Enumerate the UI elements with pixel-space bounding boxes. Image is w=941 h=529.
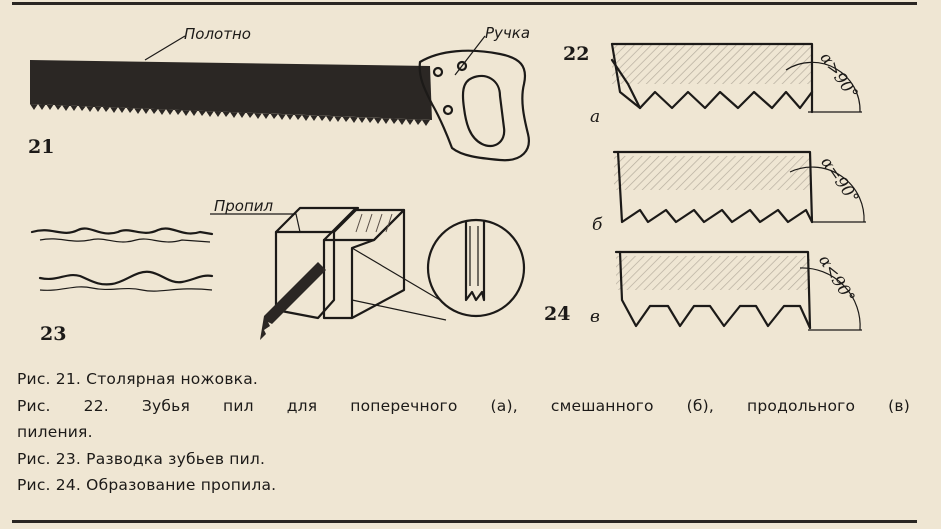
row-a-letter: а (590, 107, 600, 127)
magnified-kerf-circle (426, 218, 526, 318)
bottom-rule (12, 520, 917, 523)
row-c-letter: в (590, 307, 600, 327)
caption-fig-23: Рис. 23. Разводка зубьев пил. (17, 449, 266, 468)
caption-fig-22: Рис. 22. Зубья пил для поперечного (а), … (17, 396, 910, 415)
tooth-profiles-figure: 22 а α>90° б α=90° (563, 42, 866, 331)
top-rule (12, 2, 917, 5)
row-b-letter: б (592, 215, 603, 235)
tooth-profile-a: а α>90° (590, 42, 862, 127)
tooth-profile-c: в α<90° (590, 250, 862, 331)
saw-blade-in-kerf (260, 262, 326, 340)
tooth-profile-b: б α=90° (592, 150, 866, 235)
kerf-label: Пропил (214, 197, 274, 215)
saw-blade (30, 60, 432, 120)
tooth-set-figure: 23 (30, 227, 214, 345)
row-a-angle: α>90° (816, 49, 862, 103)
saw-teeth (30, 104, 430, 126)
figure-22-number: 22 (563, 43, 589, 65)
caption-fig-21: Рис. 21. Столярная ножовка. (17, 370, 259, 388)
row-c-angle: α<90° (815, 251, 859, 306)
figure-21-number: 21 (28, 136, 54, 158)
hand-saw-figure: Полотно Ручка 21 (28, 24, 530, 162)
saw-handle-grip-hole (461, 74, 506, 148)
figure-23-number: 23 (40, 323, 66, 345)
saw-handle (418, 49, 530, 162)
figures-area: Полотно Ручка 21 22 а α>90° (28, 24, 866, 345)
figure-24-number: 24 (544, 303, 570, 325)
blade-label: Полотно (184, 25, 251, 43)
figure-captions: Рис. 21. Столярная ножовка. Рис. 22. Зуб… (17, 366, 917, 499)
caption-fig-24: Рис. 24. Образование пропила. (17, 476, 277, 494)
caption-fig-22-continued: пиления. (17, 423, 93, 441)
handle-label: Ручка (485, 24, 530, 42)
row-b-angle: α=90° (817, 153, 863, 207)
kerf-figure: Пропил 24 (210, 197, 570, 340)
